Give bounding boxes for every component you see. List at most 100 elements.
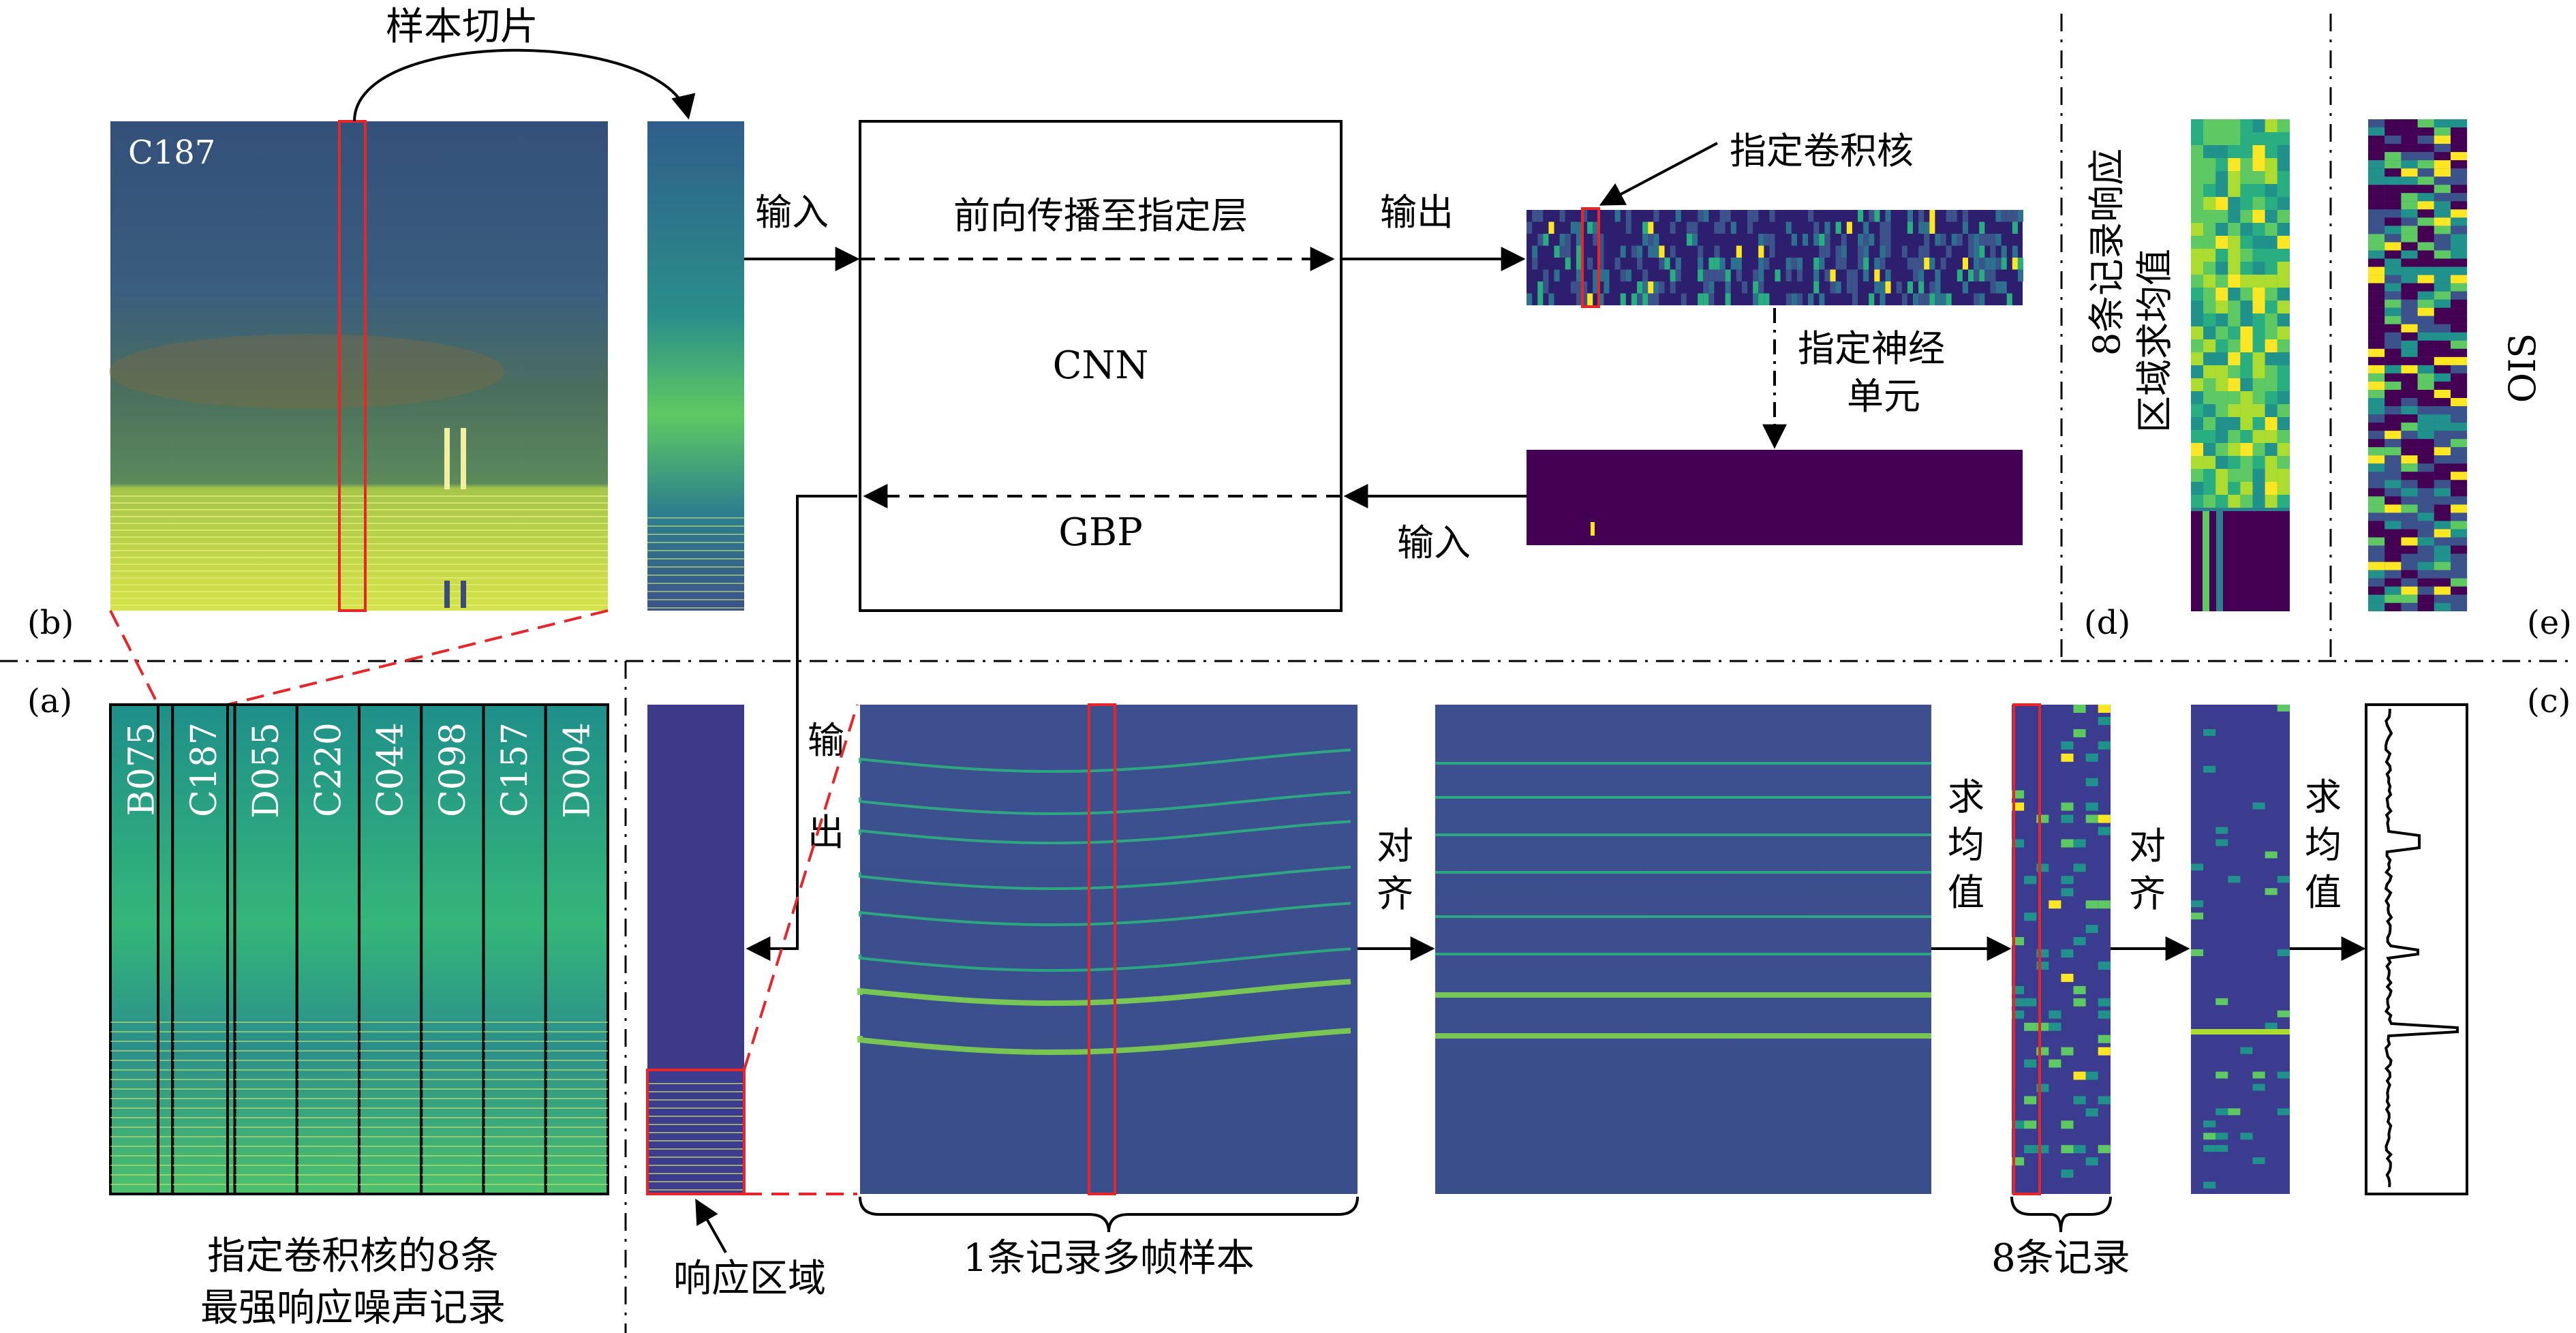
mean-cell [2240, 378, 2253, 391]
ois-cell [2434, 439, 2451, 448]
mean-cell [2215, 171, 2228, 184]
feature-cell [1714, 221, 1720, 234]
mean-cell [2265, 301, 2278, 313]
feature-cell [1570, 281, 1576, 294]
feature-cell [1935, 269, 1941, 281]
eight-records-label: 8条记录 [1991, 1236, 2130, 1281]
feature-cell [1929, 281, 1935, 294]
mean-cell [2252, 223, 2265, 236]
spectrogram-id: C187 [128, 134, 215, 172]
ois-cell [2368, 488, 2385, 497]
feature-cell [1764, 258, 1770, 270]
ois-cell [2417, 217, 2434, 226]
mean-cell [2252, 365, 2265, 378]
feature-cell [1565, 234, 1571, 246]
mean-cell [2191, 456, 2204, 469]
mean-cell [2252, 197, 2265, 210]
record-cell [2024, 1096, 2037, 1105]
ois-cell [2368, 307, 2385, 316]
ois-cell [2417, 266, 2434, 275]
feature-cell [1995, 234, 2002, 246]
feature-cell [1880, 245, 1886, 258]
mean-cell [2215, 430, 2228, 443]
feature-cell [1785, 293, 1792, 305]
feature-cell [1527, 221, 1533, 234]
mean-cell [2191, 365, 2204, 378]
ois-cell [2434, 545, 2451, 554]
record-strip [109, 703, 174, 1195]
feature-cell [1719, 269, 1726, 281]
record-cell [2073, 998, 2086, 1007]
ois-cell [2451, 463, 2468, 472]
feature-cell [1576, 269, 1582, 281]
feature-cell [1901, 245, 1907, 258]
feature-cell [1874, 281, 1880, 294]
feature-cell [1670, 245, 1676, 258]
feature-cell [1587, 258, 1593, 270]
ois-cell [2434, 356, 2451, 365]
align-2a: 对 [2129, 825, 2166, 868]
zoom-line-left [109, 610, 159, 705]
ois-cell [2401, 324, 2418, 333]
mean-cell [2203, 378, 2216, 391]
ois-cell [2401, 570, 2418, 579]
feature-cell [1593, 281, 1599, 294]
ois-cell [2434, 193, 2451, 202]
record-cell [2024, 1120, 2037, 1129]
feature-cell [1537, 210, 1544, 222]
mean-cell [2252, 236, 2265, 249]
ois-cell [2434, 553, 2451, 562]
feature-cell [1951, 234, 1957, 246]
mean-cell [2191, 223, 2204, 236]
ois-cell [2385, 250, 2402, 259]
feature-cell [1885, 245, 1891, 258]
mean-cell [2191, 469, 2204, 482]
ois-cell [2401, 299, 2418, 308]
ois-cell [2368, 193, 2385, 202]
feature-cell [1885, 210, 1891, 222]
feature-cell [1995, 258, 2002, 270]
ois-cell [2451, 586, 2468, 595]
mean-cell [2252, 301, 2265, 313]
ois-cell [2434, 570, 2451, 579]
ois-cell [2368, 521, 2385, 530]
feature-cell [1703, 269, 1709, 281]
mean-cell [2228, 482, 2241, 495]
mean-cell [2265, 275, 2278, 288]
feature-cell [1653, 293, 1659, 305]
record-cell [2085, 802, 2098, 811]
a-caption-line1: 指定卷积核的8条 [207, 1234, 499, 1278]
mean-cell [2252, 313, 2265, 326]
ois-cell [2417, 307, 2434, 316]
ois-cell [2401, 185, 2418, 194]
feature-cell [1725, 293, 1731, 305]
ois-cell [2434, 373, 2451, 382]
record-cell [2036, 814, 2049, 823]
mean-cell [2277, 145, 2290, 158]
ois-cell [2368, 250, 2385, 259]
mean-cell [2191, 210, 2204, 223]
ois-cell [2434, 389, 2451, 399]
record-cell [2061, 888, 2074, 897]
feature-cell [1791, 234, 1797, 246]
ois-cell [2368, 545, 2385, 554]
eight-records-map [2012, 703, 2111, 1195]
ois-cell [2368, 217, 2385, 226]
feature-cell [1675, 258, 1681, 270]
feature-cell [1527, 293, 1533, 305]
feature-cell [1565, 258, 1571, 270]
ois-cell [2417, 209, 2434, 218]
mean-cell [2203, 301, 2216, 313]
mean-cell [2277, 339, 2290, 352]
feature-cell [1598, 245, 1604, 258]
ois-cell [2401, 348, 2418, 357]
mean-cell [2228, 352, 2241, 365]
record-cell [2085, 1108, 2098, 1117]
ois-cell [2385, 266, 2402, 275]
ois-cell [2434, 348, 2451, 357]
record-cell [2024, 1059, 2037, 1068]
ois-cell [2385, 562, 2402, 570]
feature-cell [2012, 258, 2018, 270]
kernel-arrow [1599, 142, 1718, 206]
feature-cell [1648, 221, 1654, 234]
